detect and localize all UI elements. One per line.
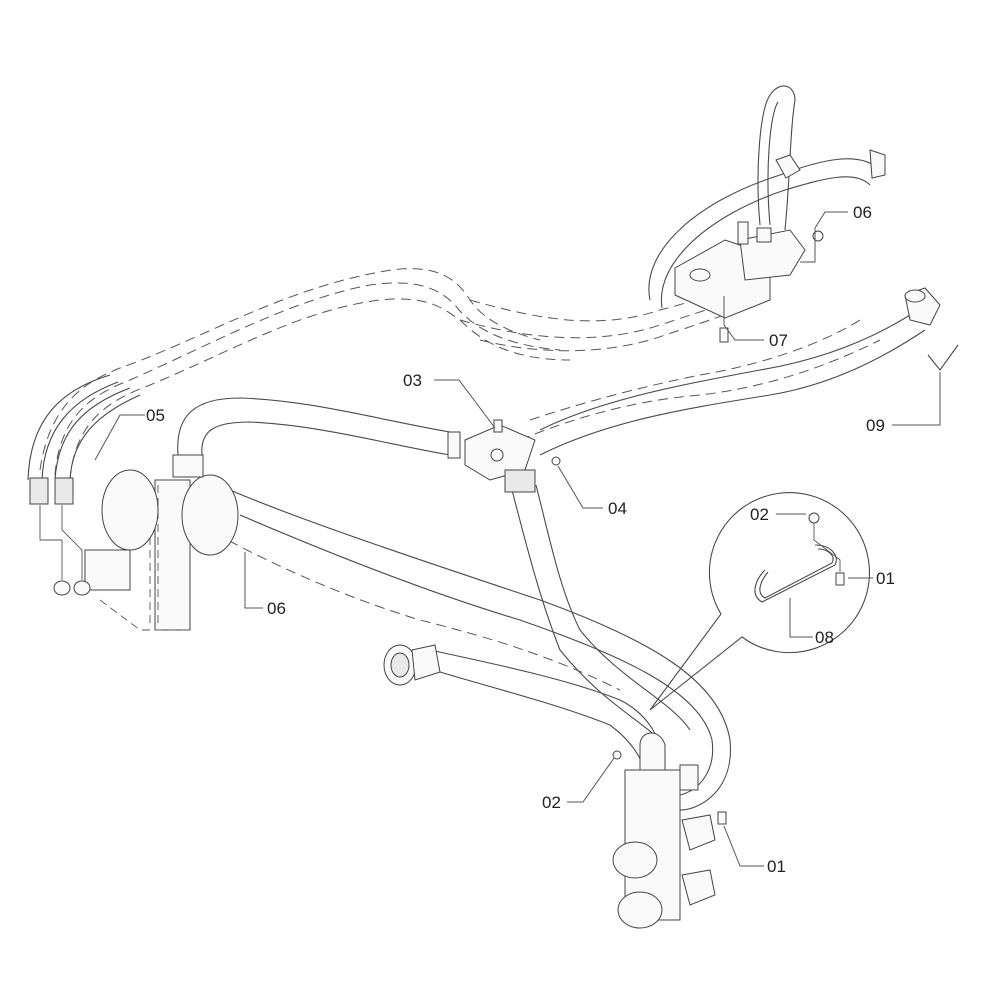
- callout-02-detail: 02: [750, 505, 769, 524]
- callout-09: 09: [866, 416, 885, 435]
- callout-01-detail: 01: [876, 569, 895, 588]
- left-coupling: [383, 644, 441, 686]
- callout-07: 07: [769, 331, 788, 350]
- detail-view: [649, 492, 870, 711]
- callout-06-left: 06: [267, 599, 286, 618]
- pump-assembly: [29, 454, 239, 631]
- hoses: [27, 85, 926, 811]
- pin-part: [927, 344, 959, 371]
- callout-01-bottom: 01: [767, 857, 786, 876]
- callout-06-top: 06: [853, 203, 872, 222]
- callout-05: 05: [146, 406, 165, 425]
- tee-fitting: [447, 419, 561, 493]
- callout-02-bottom: 02: [542, 793, 561, 812]
- callout-03: 03: [403, 371, 422, 390]
- callout-08: 08: [815, 628, 834, 647]
- callout-04: 04: [608, 499, 627, 518]
- callout-labels: 06 07 09 03 04 05 06 02 01 08 02 01: [146, 203, 895, 876]
- manifold-block: [674, 149, 886, 343]
- leader-lines: [94, 211, 941, 867]
- right-coupling: [904, 287, 941, 326]
- valve-assembly: [612, 732, 727, 929]
